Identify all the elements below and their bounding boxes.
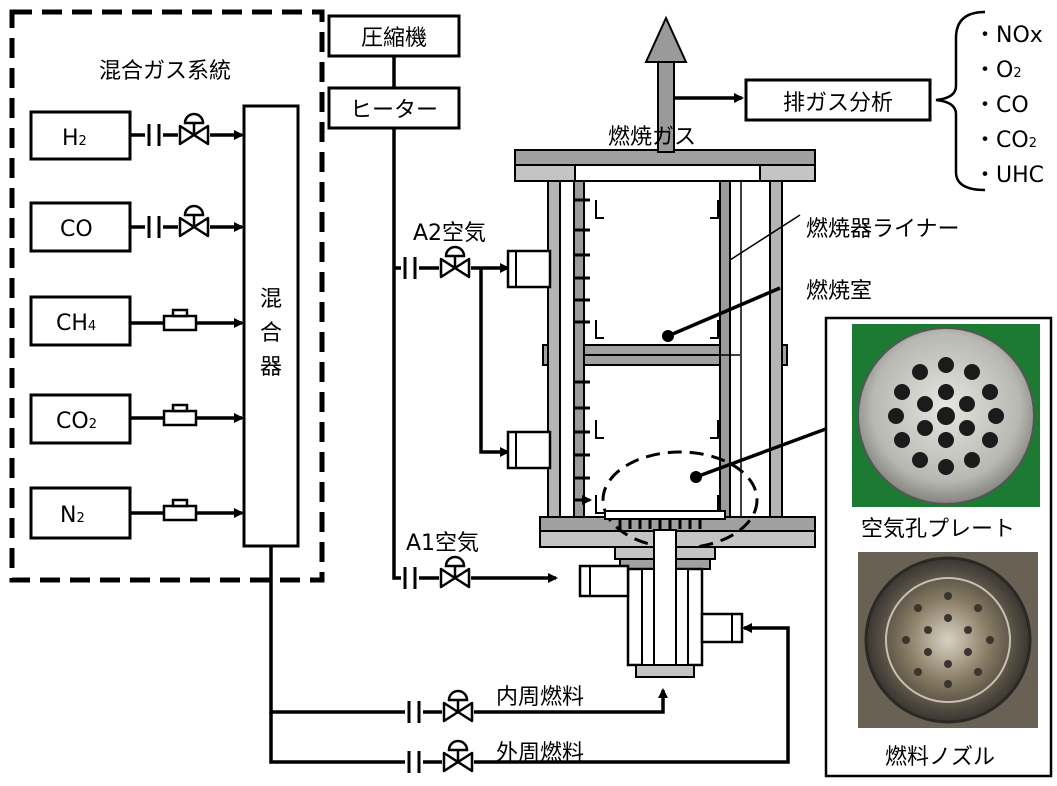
mass-flow-controller-icon — [162, 308, 198, 332]
analysis-item-co2: ・CO2 — [974, 128, 1037, 153]
mixed-gas-system-title: 混合ガス系統 — [99, 59, 231, 84]
analysis-brace — [935, 10, 986, 192]
air-hole-plate-caption: 空気孔プレート — [861, 517, 1015, 542]
exhaust-gas-label: 燃焼ガス — [608, 125, 696, 150]
inner-fuel-valve-icon — [440, 689, 476, 724]
exhaust-analysis-label: 排ガス分析 — [783, 91, 893, 116]
exhaust-arrow-icon — [644, 15, 688, 63]
fuel-nozzle-assembly — [578, 510, 744, 678]
gas-line-h2: H2 — [29, 110, 244, 161]
mixer-label-2: 合 — [260, 321, 282, 346]
gas-line-ch4: CH4 — [29, 295, 244, 347]
fuel-nozzle-photo — [858, 552, 1038, 728]
gas-label-ch4: CH4 — [56, 311, 96, 336]
gas-label-n2: N2 — [60, 503, 85, 528]
gas-line-n2: N2 — [29, 486, 244, 540]
a1-air-label: A1空気 — [406, 531, 479, 556]
analysis-item-uhc: ・UHC — [974, 163, 1044, 188]
gas-label-co: CO — [60, 217, 93, 242]
analysis-item-nox: ・NOx — [974, 23, 1043, 48]
outer-fuel-label: 外周燃料 — [496, 741, 584, 766]
analysis-item-co: ・CO — [974, 93, 1029, 118]
inner-fuel-label: 内周燃料 — [496, 685, 584, 710]
air-hole-plate-photo — [852, 324, 1040, 507]
chamber-leader — [667, 286, 781, 338]
control-valve-icon — [176, 112, 212, 147]
gas-line-co: CO — [29, 201, 244, 253]
liner-label: 燃焼器ライナー — [806, 217, 960, 242]
mass-flow-controller-icon — [162, 403, 198, 427]
exhaust-analysis-box — [744, 78, 932, 122]
a2-valve-icon — [437, 245, 473, 280]
a2-air-label: A2空気 — [413, 221, 486, 246]
mixer-label-3: 器 — [260, 355, 282, 380]
mass-flow-controller-icon — [162, 498, 198, 522]
outer-fuel-valve-icon — [440, 739, 476, 774]
fuel-nozzle-caption: 燃料ノズル — [885, 745, 995, 770]
gas-label-h2: H2 — [62, 126, 87, 151]
gas-label-co2: CO2 — [56, 409, 97, 434]
heater-label: ヒーター — [350, 98, 438, 123]
control-valve-icon — [176, 204, 212, 239]
gas-box-ch4 — [29, 295, 132, 347]
outer-fuel-line — [269, 623, 790, 764]
gas-box-h2 — [29, 110, 132, 161]
chamber-label: 燃焼室 — [806, 279, 872, 304]
compressor-label: 圧縮機 — [361, 26, 427, 51]
a1-valve-icon — [437, 555, 473, 590]
mixed-gas-system-boundary — [9, 9, 325, 583]
air-injection-arrows — [574, 198, 590, 500]
air-main-line — [392, 128, 558, 583]
combustor-body — [506, 149, 816, 548]
mixer-label-1: 混 — [260, 287, 282, 312]
gas-box-co — [29, 201, 132, 253]
analysis-item-o2: ・O2 — [974, 58, 1022, 83]
gas-line-co2: CO2 — [29, 393, 244, 445]
a2-air-branch — [479, 268, 510, 457]
liner-leader — [729, 214, 801, 261]
